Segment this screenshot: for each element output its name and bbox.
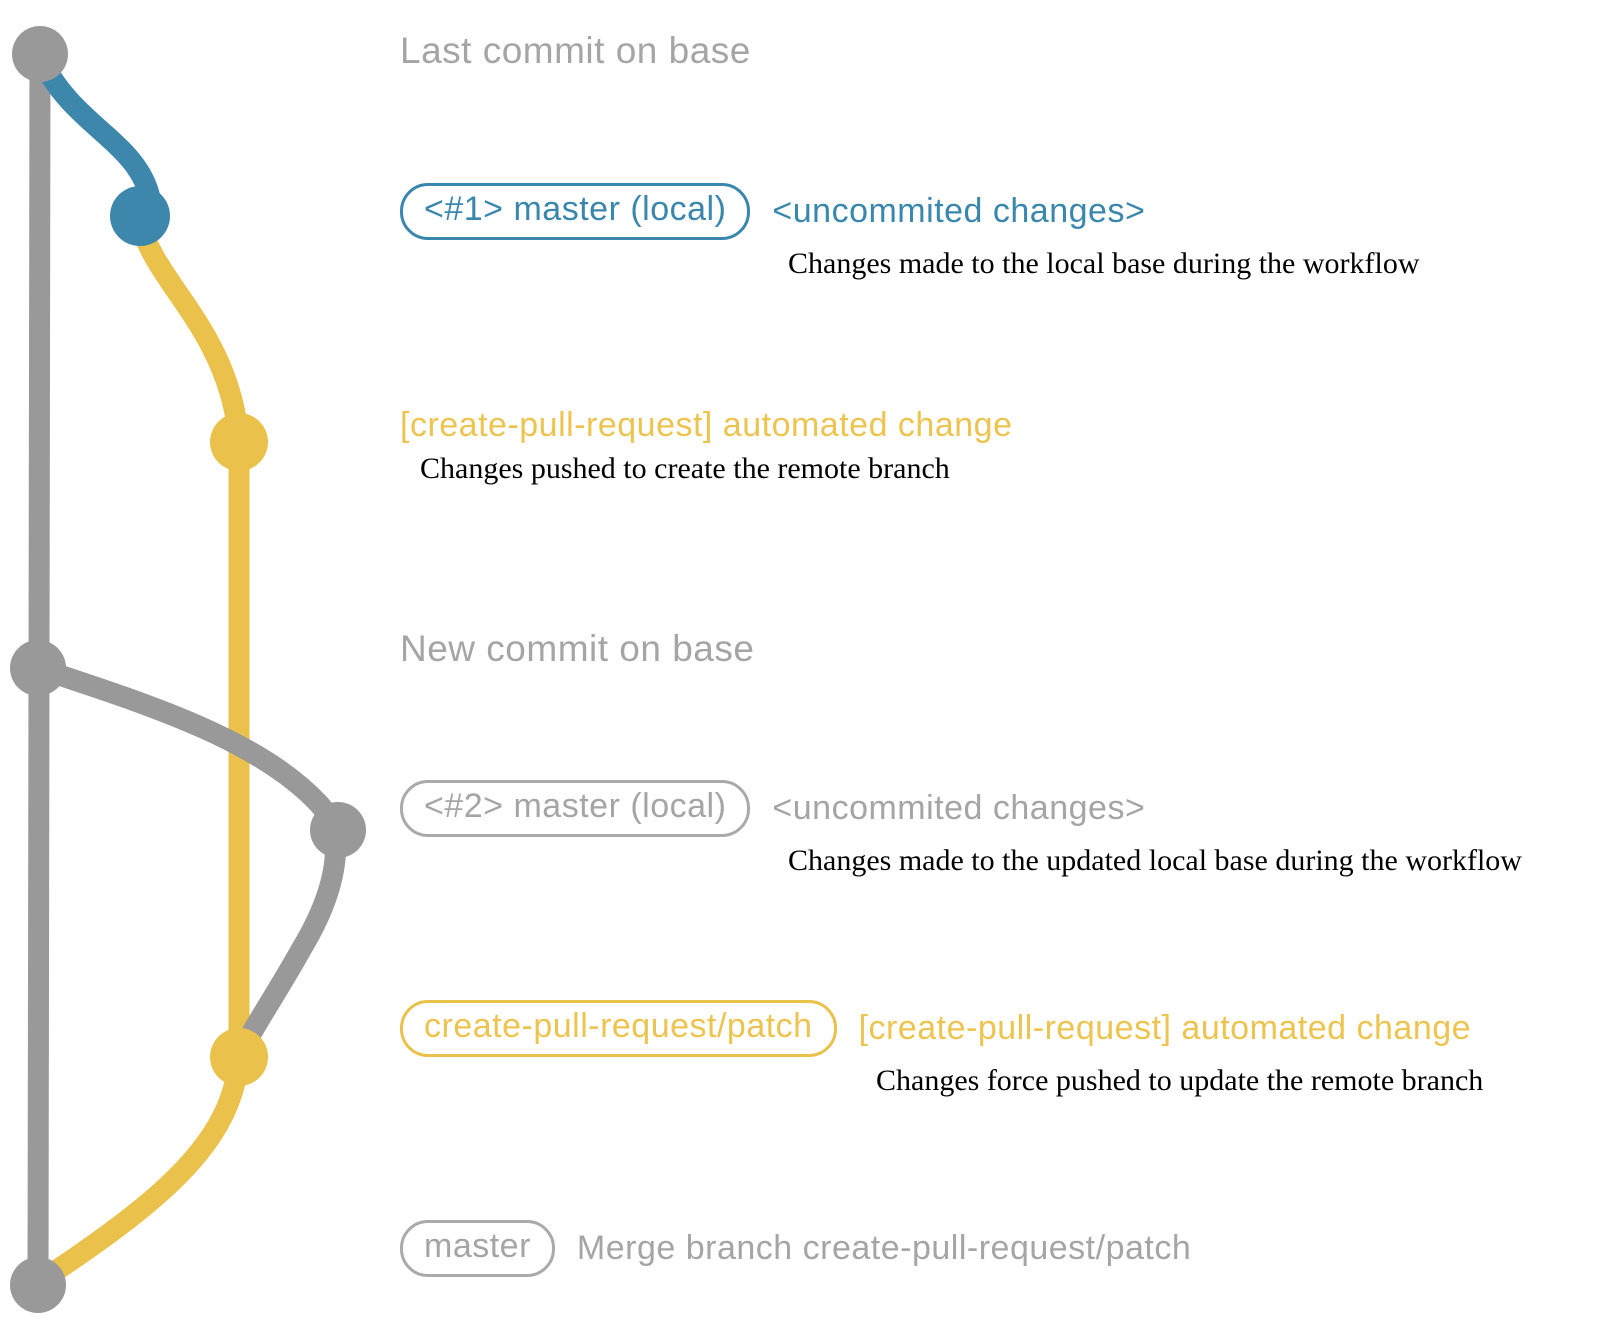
last-commit-note: Last commit on base xyxy=(400,30,751,71)
annotation-remote-commit-1: [create-pull-request] automated change C… xyxy=(400,406,1012,486)
annotation-local-commit-2: <#2> master (local) <uncommited changes>… xyxy=(400,780,1522,878)
commit-message-local-2: <uncommited changes> xyxy=(772,789,1146,827)
annotation-last-commit: Last commit on base xyxy=(400,30,751,72)
remote-commit-1-node xyxy=(210,413,268,471)
remote-commit-2-node xyxy=(210,1028,268,1086)
remote-branch-line xyxy=(37,211,250,1287)
branch-badge-master: master xyxy=(400,1220,555,1277)
commit-message-merge: Merge branch create-pull-request/patch xyxy=(576,1229,1192,1267)
commit-message-local-1: <uncommited changes> xyxy=(772,192,1146,230)
commit-description-remote-2: Changes force pushed to update the remot… xyxy=(876,1064,1484,1097)
last-commit-on-base-node xyxy=(12,26,68,82)
commit-description-local-1: Changes made to the local base during th… xyxy=(788,247,1420,280)
git-graph xyxy=(10,26,366,1313)
local-commit-2-node xyxy=(310,802,366,858)
commit-message-remote-1: [create-pull-request] automated change xyxy=(400,406,1013,444)
commit-description-remote-1: Changes pushed to create the remote bran… xyxy=(420,452,950,485)
commit-description-local-2: Changes made to the updated local base d… xyxy=(788,844,1522,877)
commit-message-remote-2: [create-pull-request] automated change xyxy=(858,1009,1472,1047)
annotation-local-commit-1: <#1> master (local) <uncommited changes>… xyxy=(400,183,1420,281)
local-commit-1-node xyxy=(110,186,170,246)
new-commit-on-base-node xyxy=(10,640,66,696)
new-commit-note: New commit on base xyxy=(400,628,755,669)
branch-badge-master-local-2: <#2> master (local) xyxy=(400,780,751,837)
branch-badge-master-local-1: <#1> master (local) xyxy=(400,183,751,240)
annotation-new-commit: New commit on base xyxy=(400,628,754,670)
annotation-remote-commit-2: create-pull-request/patch [create-pull-r… xyxy=(400,1000,1483,1098)
updated-local-branch-line xyxy=(27,657,346,1057)
annotation-merge-commit: master Merge branch create-pull-request/… xyxy=(400,1220,1191,1277)
local-branch-line xyxy=(31,49,161,209)
branch-badge-create-pull-request-patch: create-pull-request/patch xyxy=(400,1000,837,1057)
merge-commit-node xyxy=(10,1257,66,1313)
